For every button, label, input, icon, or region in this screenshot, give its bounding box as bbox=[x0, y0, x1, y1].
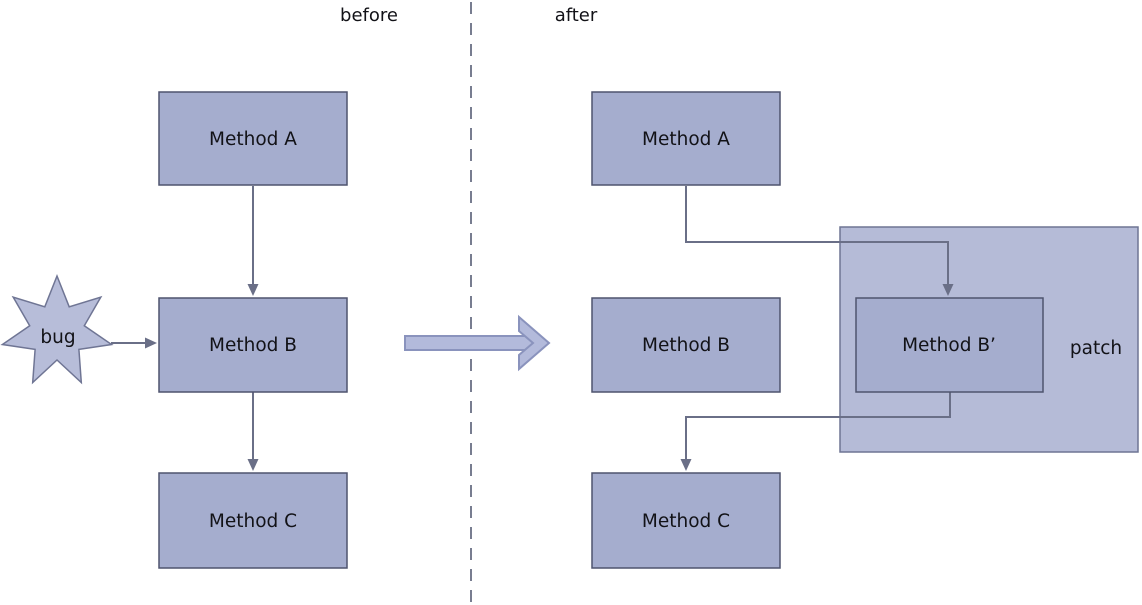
method-b-label-before: Method B bbox=[209, 335, 297, 356]
method-b-box-before bbox=[158, 297, 348, 393]
arrowhead-bug-to-b bbox=[145, 337, 157, 349]
method-c-box-before bbox=[158, 472, 348, 569]
method-b-patched-box bbox=[855, 297, 1044, 393]
arrowhead-b-to-c-before bbox=[247, 459, 259, 471]
after-connectors bbox=[680, 186, 954, 471]
method-c-box-after bbox=[591, 472, 781, 569]
method-a-label-before: Method A bbox=[209, 129, 297, 150]
bug-star bbox=[0, 273, 114, 385]
connector-a-to-bprime bbox=[685, 186, 949, 285]
method-b-box-after bbox=[591, 297, 781, 393]
arrowhead-a-to-bprime bbox=[942, 284, 954, 296]
method-c-label-after: Method C bbox=[642, 511, 730, 532]
method-c-label-before: Method C bbox=[209, 511, 297, 532]
method-b-patched-label: Method B’ bbox=[902, 335, 996, 356]
before-connectors bbox=[111, 186, 259, 471]
method-a-box-after bbox=[591, 91, 781, 186]
arrowhead-a-to-b-before bbox=[247, 284, 259, 296]
method-b-label-after: Method B bbox=[642, 335, 730, 356]
transform-arrow bbox=[404, 314, 551, 372]
after-label: after bbox=[555, 5, 598, 26]
connector-bprime-to-c bbox=[685, 392, 951, 460]
patch-label: patch bbox=[1070, 338, 1122, 359]
bug-label: bug bbox=[40, 327, 75, 348]
method-a-label-after: Method A bbox=[642, 129, 730, 150]
before-label: before bbox=[340, 5, 398, 26]
transform-arrow-head bbox=[518, 314, 551, 372]
method-a-box-before bbox=[158, 91, 348, 186]
arrowhead-bprime-to-c bbox=[680, 459, 692, 471]
transform-arrow-shaft bbox=[404, 335, 534, 351]
